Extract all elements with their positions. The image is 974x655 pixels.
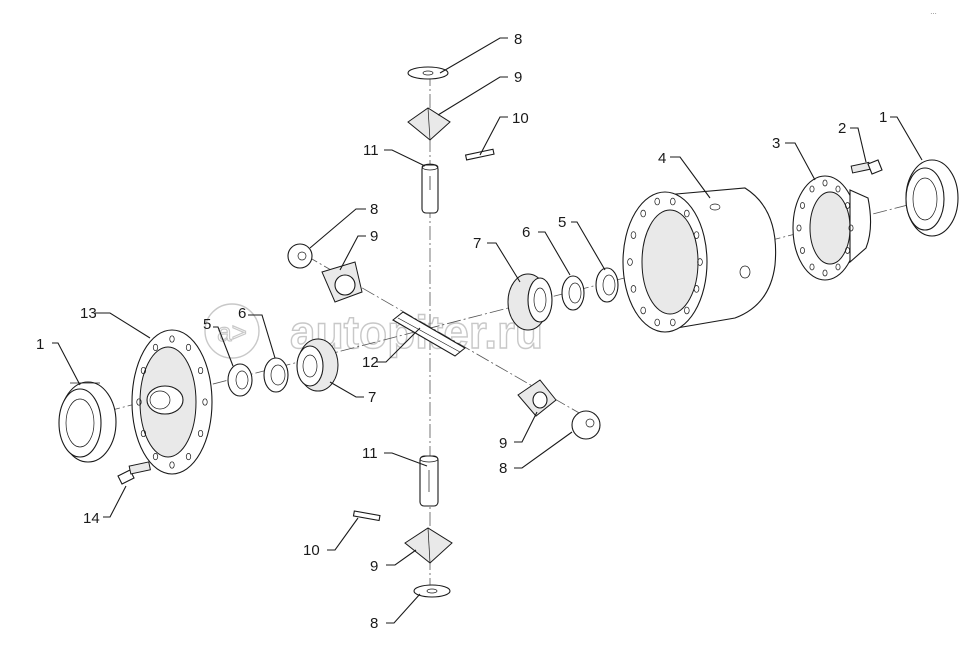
bolt-hole bbox=[684, 209, 690, 218]
bolt-hole bbox=[835, 263, 841, 271]
bolt-hole bbox=[796, 224, 802, 232]
callout-10-top: 10 bbox=[512, 110, 529, 127]
callout-14: 14 bbox=[83, 510, 100, 527]
callout-6-right: 6 bbox=[522, 224, 530, 241]
bolt-hole bbox=[185, 343, 192, 351]
shim-left bbox=[263, 357, 289, 393]
carrier-half-left bbox=[131, 329, 213, 475]
bolt-hole bbox=[630, 285, 637, 293]
bolt-hole bbox=[152, 453, 159, 461]
pinion-shaft-bottom bbox=[419, 455, 439, 507]
bolt-hole bbox=[640, 209, 646, 218]
callout-7-right: 7 bbox=[473, 235, 481, 252]
bolt-hole bbox=[654, 197, 660, 206]
bolt-hole bbox=[800, 247, 805, 254]
pinion-gear-midleft bbox=[321, 261, 363, 303]
shim-right bbox=[561, 275, 585, 311]
callout-1-right: 1 bbox=[879, 109, 887, 126]
bolt-hole bbox=[670, 318, 676, 327]
thrust-washer-left bbox=[227, 363, 253, 397]
callout-6-left: 6 bbox=[238, 305, 246, 322]
pinion-washer-top bbox=[407, 66, 449, 80]
bolt-hole bbox=[640, 306, 646, 315]
thrust-washer-right bbox=[595, 267, 619, 303]
bolt-hole bbox=[845, 202, 850, 209]
bolt-hole bbox=[848, 224, 854, 232]
bolt-hole bbox=[670, 197, 676, 206]
callout-12: 12 bbox=[362, 354, 379, 371]
callout-3: 3 bbox=[772, 135, 780, 152]
bolt-hole bbox=[822, 269, 828, 277]
callout-8-midright: 8 bbox=[499, 460, 507, 477]
leader-lines bbox=[52, 37, 923, 624]
bolt-hole bbox=[197, 429, 204, 438]
bolt-hole bbox=[630, 231, 637, 239]
callout-10-bottom: 10 bbox=[303, 542, 320, 559]
callout-11-bottom: 11 bbox=[362, 445, 378, 462]
svg-text:a>: a> bbox=[217, 317, 247, 347]
bolt-right bbox=[850, 159, 883, 175]
bolt-hole bbox=[697, 258, 703, 266]
pinion-shaft-top bbox=[421, 163, 439, 214]
bolt-hole bbox=[197, 366, 204, 375]
bolt-hole bbox=[693, 285, 700, 293]
bolt-hole bbox=[140, 429, 147, 438]
callout-8-bottom: 8 bbox=[370, 615, 378, 632]
bolt-hole bbox=[136, 398, 142, 406]
bolt-hole bbox=[800, 202, 805, 209]
pinion-gear-bottom bbox=[404, 527, 453, 564]
side-gear-right bbox=[507, 273, 553, 331]
callout-8-top: 8 bbox=[514, 31, 522, 48]
bolt-hole bbox=[202, 398, 208, 406]
bolt-hole bbox=[822, 179, 828, 187]
pinion-washer-midright bbox=[571, 410, 601, 440]
pinion-washer-bottom bbox=[413, 584, 451, 598]
bolt-hole bbox=[654, 318, 660, 327]
differential-housing bbox=[622, 187, 777, 333]
roll-pin-bottom bbox=[352, 510, 381, 522]
pinion-gear-top bbox=[407, 107, 451, 141]
bolt-hole bbox=[169, 335, 175, 343]
callout-7-left: 7 bbox=[368, 389, 376, 406]
bolt-left bbox=[117, 461, 151, 485]
bolt-hole bbox=[684, 306, 690, 315]
bearing-right bbox=[905, 159, 959, 237]
bolt-hole bbox=[809, 263, 815, 271]
bolt-hole bbox=[693, 231, 700, 239]
bolt-hole bbox=[809, 185, 815, 193]
bolt-hole bbox=[169, 461, 175, 469]
bolt-hole bbox=[185, 453, 192, 461]
callout-9-top: 9 bbox=[514, 69, 522, 86]
callout-13: 13 bbox=[80, 305, 97, 322]
bolt-hole bbox=[845, 247, 850, 254]
callout-5-left: 5 bbox=[203, 316, 211, 333]
callout-9-midright: 9 bbox=[499, 435, 507, 452]
callout-11-top: 11 bbox=[363, 142, 379, 159]
callout-2: 2 bbox=[838, 120, 846, 137]
callout-9-bottom: 9 bbox=[370, 558, 378, 575]
side-gear-left bbox=[296, 338, 339, 392]
callout-8-midleft: 8 bbox=[370, 201, 378, 218]
bolt-hole bbox=[627, 258, 633, 266]
bolt-hole bbox=[140, 366, 147, 375]
carrier-flange-right bbox=[792, 175, 872, 281]
cross-shaft bbox=[392, 311, 466, 357]
callout-9-midleft: 9 bbox=[370, 228, 378, 245]
pinion-gear-midright bbox=[517, 379, 557, 417]
pinion-washer-midleft bbox=[287, 243, 313, 269]
bearing-left bbox=[58, 381, 117, 463]
callout-5-right: 5 bbox=[558, 214, 566, 231]
callout-4: 4 bbox=[658, 150, 666, 167]
corner-note: … bbox=[930, 9, 937, 16]
callout-1-left: 1 bbox=[36, 336, 44, 353]
bolt-hole bbox=[152, 343, 159, 351]
bolt-hole bbox=[835, 185, 841, 193]
callouts: 1 13 5 6 12 7 14 8 9 10 11 8 9 7 6 5 4 3… bbox=[36, 31, 887, 632]
